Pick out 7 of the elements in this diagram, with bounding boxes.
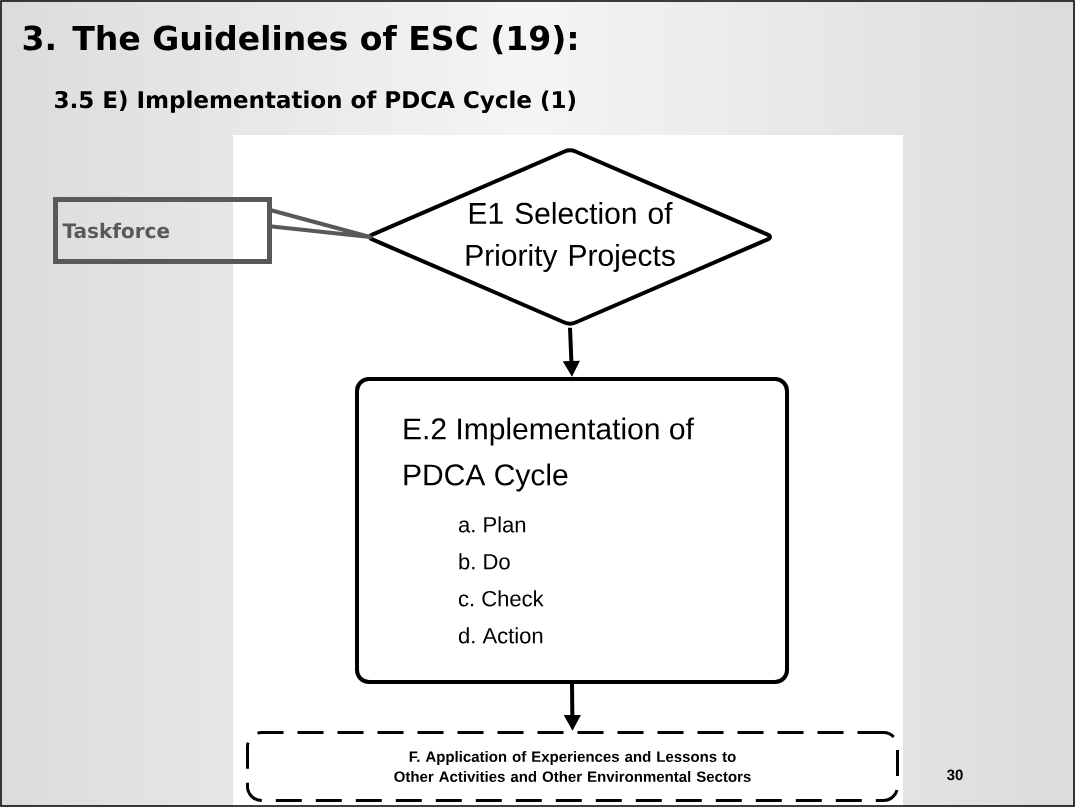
slide-title: 3. The Guidelines of ESC (19): — [23, 24, 576, 55]
page-number: 30 — [947, 769, 963, 781]
dashed-box: F. Application of Experiences and Lessons to Other Activities and Other Environmental Sectors — [246, 731, 899, 802]
callout-box: Taskforce — [53, 197, 272, 264]
slide-subtitle: 3.5 E) Implementation of PDCA Cycle (1) — [55, 90, 575, 113]
callout-pointer — [270, 208, 372, 239]
process-box: E.2 Implementation of PDCA Cycle a. Plan b. Do c. Check d. Action — [355, 377, 789, 684]
